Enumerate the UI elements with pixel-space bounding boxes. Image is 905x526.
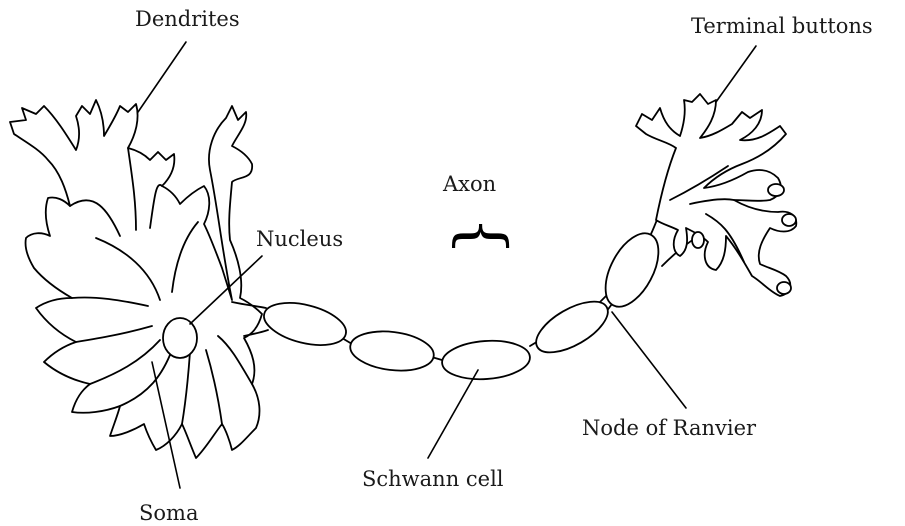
axon-brace-icon: { <box>447 216 520 255</box>
terminal-buttons-label: Terminal buttons <box>691 14 873 38</box>
schwann-cell-leader-line <box>428 370 478 458</box>
dendrites-label: Dendrites <box>135 7 240 31</box>
terminal-buttons-shape <box>636 94 796 296</box>
node-of-ranvier-label: Node of Ranvier <box>582 416 757 440</box>
nucleus-shape <box>163 318 197 358</box>
nucleus-label: Nucleus <box>256 227 343 251</box>
axon-label: Axon <box>442 172 496 196</box>
schwann-cell-label: Schwann cell <box>362 467 504 491</box>
node-of-ranvier-leader-line <box>612 312 686 408</box>
soma-label: Soma <box>139 501 198 525</box>
neuron-cell-body <box>10 100 262 458</box>
dendrites-leader-line <box>138 42 186 112</box>
terminal-buttons-leader-line <box>716 46 756 102</box>
